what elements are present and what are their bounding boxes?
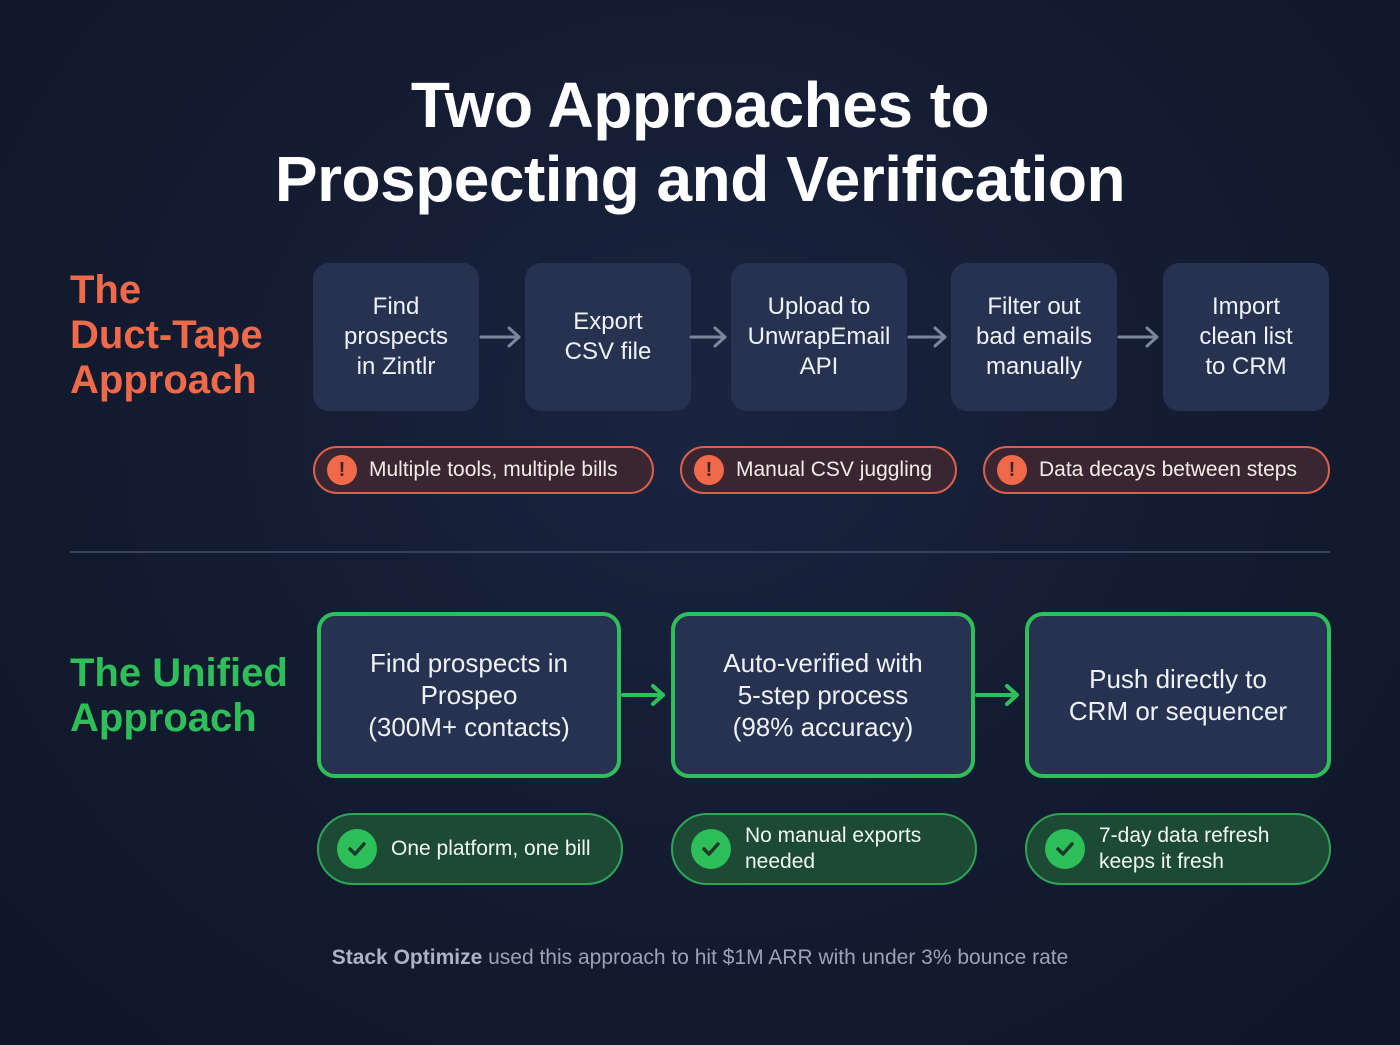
checkmark-icon [691, 829, 731, 869]
checkmark-icon [337, 829, 377, 869]
warning-icon: ! [997, 455, 1027, 485]
arrow-right-icon [621, 684, 665, 706]
footer-caption: Stack Optimize used this approach to hit… [331, 946, 1069, 969]
problem-badge: ! Multiple tools, multiple bills [313, 446, 654, 494]
checkmark-icon [1045, 829, 1085, 869]
duct-tape-label: The Duct-Tape Approach [70, 268, 263, 402]
benefit-badge: One platform, one bill [317, 813, 623, 885]
warning-icon: ! [327, 455, 357, 485]
page-title: Two Approaches to Prospecting and Verifi… [274, 69, 1126, 215]
arrow-right-icon [689, 326, 727, 348]
problem-badge: ! Data decays between steps [983, 446, 1330, 494]
unified-label: The Unified Approach [70, 651, 288, 740]
problem-badge: ! Manual CSV juggling [680, 446, 957, 494]
warning-icon: ! [694, 455, 724, 485]
arrow-right-icon [975, 684, 1019, 706]
arrow-right-icon [1117, 326, 1159, 348]
section-divider [70, 551, 1330, 553]
arrow-right-icon [907, 326, 947, 348]
arrow-right-icon [479, 326, 521, 348]
